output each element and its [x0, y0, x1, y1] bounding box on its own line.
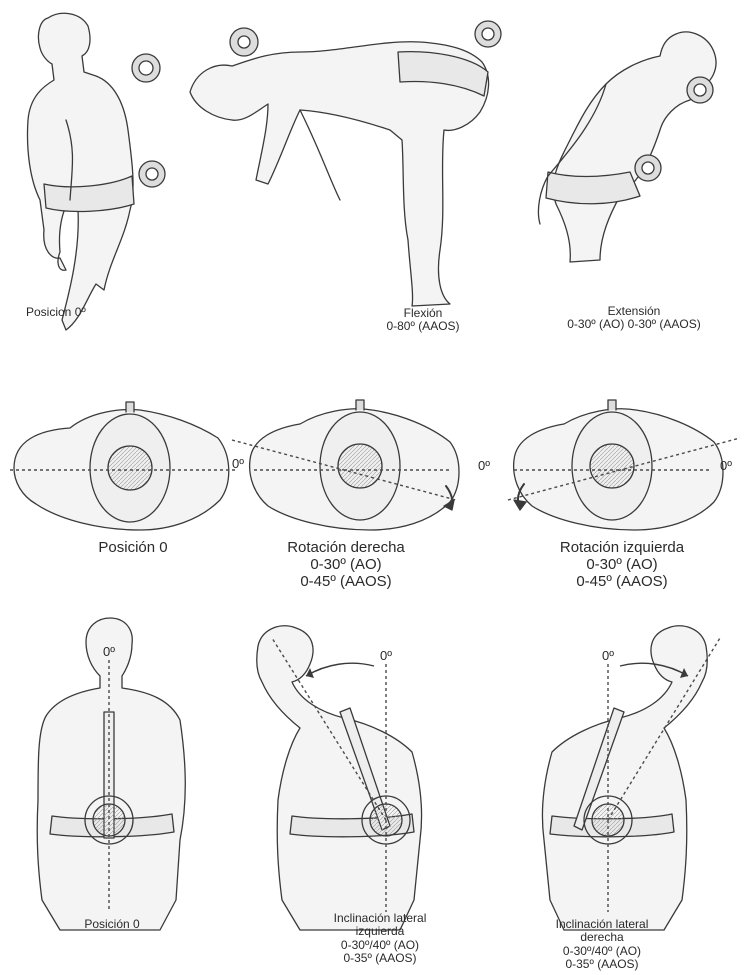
extension-range: 0-30º (AO) 0-30º (AAOS)	[520, 318, 748, 331]
label-posicion-0-row3: Posición 0	[56, 918, 168, 931]
label-rotacion-derecha: Rotación derecha 0-30º (AO) 0-45º (AAOS)	[246, 540, 446, 590]
deg-mark-rot-right: 0º	[232, 456, 244, 471]
incl-izq-aaos: 0-35º (AAOS)	[302, 952, 458, 965]
figure-standing-profile	[28, 13, 166, 330]
arrow-left-tilt	[306, 663, 374, 676]
incl-der-aaos: 0-35º (AAOS)	[524, 958, 680, 971]
label-posicion-0-row2: Posición 0	[68, 540, 198, 557]
deg-mark-back-left: 0º	[380, 648, 392, 663]
incl-der-title1: Inclinación lateral	[524, 918, 680, 931]
incl-izq-title2: izquierda	[302, 925, 458, 938]
figure-back-lateral-left	[257, 626, 422, 930]
label-inclinacion-derecha: Inclinación lateral derecha 0-30º/40º (A…	[524, 918, 680, 972]
figure-back-neutral	[37, 618, 185, 930]
figure-rotation-right	[250, 400, 459, 530]
label-extension: Extensión 0-30º (AO) 0-30º (AAOS)	[520, 305, 748, 332]
figure-flexion	[190, 21, 501, 306]
deg-mark-rot-left-a: 0º	[478, 458, 490, 473]
rot-der-ao: 0-30º (AO)	[246, 557, 446, 574]
label-posicion-0-row1: Posicion 0º	[26, 306, 86, 319]
flexion-title: Flexión	[348, 307, 498, 320]
rot-der-aaos: 0-45º (AAOS)	[246, 574, 446, 591]
label-inclinacion-izquierda: Inclinación lateral izquierda 0-30º/40º …	[302, 912, 458, 966]
extension-title: Extensión	[520, 305, 748, 318]
incl-der-ao: 0-30º/40º (AO)	[524, 945, 680, 958]
figure-extension	[538, 32, 716, 262]
flexion-range: 0-80º (AAOS)	[348, 320, 498, 333]
deg-mark-back-neutral: 0º	[103, 644, 115, 659]
incl-izq-title1: Inclinación lateral	[302, 912, 458, 925]
rot-der-title: Rotación derecha	[246, 540, 446, 557]
figure-rotation-left	[514, 400, 723, 530]
incl-izq-ao: 0-30º/40º (AO)	[302, 939, 458, 952]
rot-izq-title: Rotación izquierda	[516, 540, 728, 557]
rot-izq-aaos: 0-45º (AAOS)	[516, 574, 728, 591]
deg-mark-back-right: 0º	[602, 648, 614, 663]
deg-mark-rot-left-b: 0º	[720, 458, 732, 473]
rot-izq-ao: 0-30º (AO)	[516, 557, 728, 574]
label-flexion: Flexión 0-80º (AAOS)	[348, 307, 498, 334]
figure-back-lateral-right	[542, 626, 707, 930]
incl-der-title2: derecha	[524, 931, 680, 944]
figure-rotation-neutral	[14, 402, 229, 530]
label-rotacion-izquierda: Rotación izquierda 0-30º (AO) 0-45º (AAO…	[516, 540, 728, 590]
